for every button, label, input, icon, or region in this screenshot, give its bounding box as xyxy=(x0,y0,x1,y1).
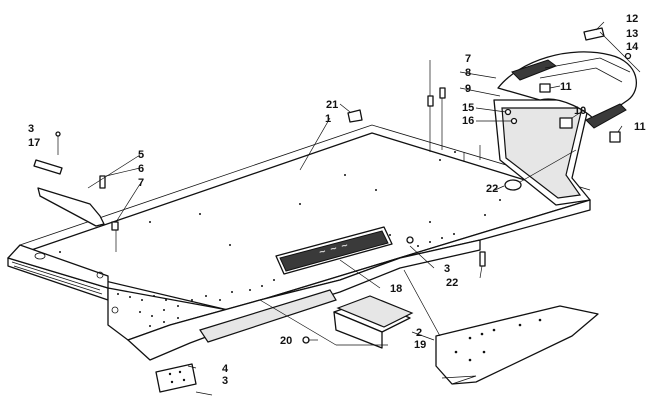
callout-5: 5 xyxy=(138,149,144,161)
side-bracket-2 xyxy=(435,305,599,385)
decal-plate-12 xyxy=(583,27,605,41)
callout-1: 1 xyxy=(325,113,331,125)
fastener-16 xyxy=(510,117,518,125)
callout-3-washer: 3 xyxy=(444,263,450,275)
left-brackets xyxy=(33,131,119,231)
clip-11b xyxy=(609,131,621,143)
callout-7-left: 7 xyxy=(138,177,144,189)
callout-20: 20 xyxy=(280,335,292,347)
callout-22-bushing: 22 xyxy=(486,183,498,195)
callout-19: 19 xyxy=(414,339,426,351)
callout-2: 2 xyxy=(416,327,422,339)
callout-3-bolt: 3 xyxy=(28,123,34,135)
bracket-5 xyxy=(37,187,105,227)
callout-14: 14 xyxy=(626,41,639,53)
tunnel-front-bend xyxy=(7,244,109,289)
bushing-22 xyxy=(504,179,522,191)
callout-21: 21 xyxy=(326,99,338,111)
callout-labels: 1 2 3 3 3 4 5 6 7 7 8 9 10 11 11 12 13 1… xyxy=(28,13,646,387)
clip-11a xyxy=(539,83,551,93)
rivet-pattern xyxy=(117,233,455,327)
callout-6: 6 xyxy=(138,163,144,175)
tunnel-assembly xyxy=(7,124,591,361)
rear-bumper-assembly xyxy=(493,27,637,206)
callout-4: 4 xyxy=(222,363,229,375)
callout-22-bolt: 22 xyxy=(446,277,458,289)
step-plate-19 xyxy=(333,295,414,349)
front-hole xyxy=(34,252,46,260)
diamond-tread-plate xyxy=(199,289,337,343)
callout-10: 10 xyxy=(574,105,586,117)
bolt-22-lower xyxy=(479,251,486,267)
nut-7 xyxy=(111,221,119,231)
callout-8: 8 xyxy=(465,67,471,79)
callout-12: 12 xyxy=(626,13,638,25)
decal-21 xyxy=(347,109,363,123)
bolt-14 xyxy=(624,52,632,60)
washer-3 xyxy=(406,236,414,244)
callout-16: 16 xyxy=(462,115,474,127)
bolt-6 xyxy=(99,175,106,189)
callout-11-upper: 11 xyxy=(560,81,572,93)
rear-bolts xyxy=(427,87,481,162)
plate-4 xyxy=(155,363,197,393)
callout-7-right: 7 xyxy=(465,53,471,65)
callout-9: 9 xyxy=(465,83,471,95)
callout-3-plate: 3 xyxy=(222,375,228,387)
strap-17 xyxy=(33,159,63,175)
fastener-15 xyxy=(504,108,512,116)
callout-11-lower: 11 xyxy=(634,121,646,133)
bumper-grip-right xyxy=(585,103,627,129)
side-decal: ~ ~ ~ xyxy=(275,226,393,275)
leader-lines xyxy=(87,21,641,396)
callout-17: 17 xyxy=(28,137,40,149)
callout-15: 15 xyxy=(462,102,474,114)
callout-13: 13 xyxy=(626,28,638,40)
tail-light-10 xyxy=(559,117,573,129)
deck-holes xyxy=(59,151,501,253)
callout-18: 18 xyxy=(390,283,402,295)
